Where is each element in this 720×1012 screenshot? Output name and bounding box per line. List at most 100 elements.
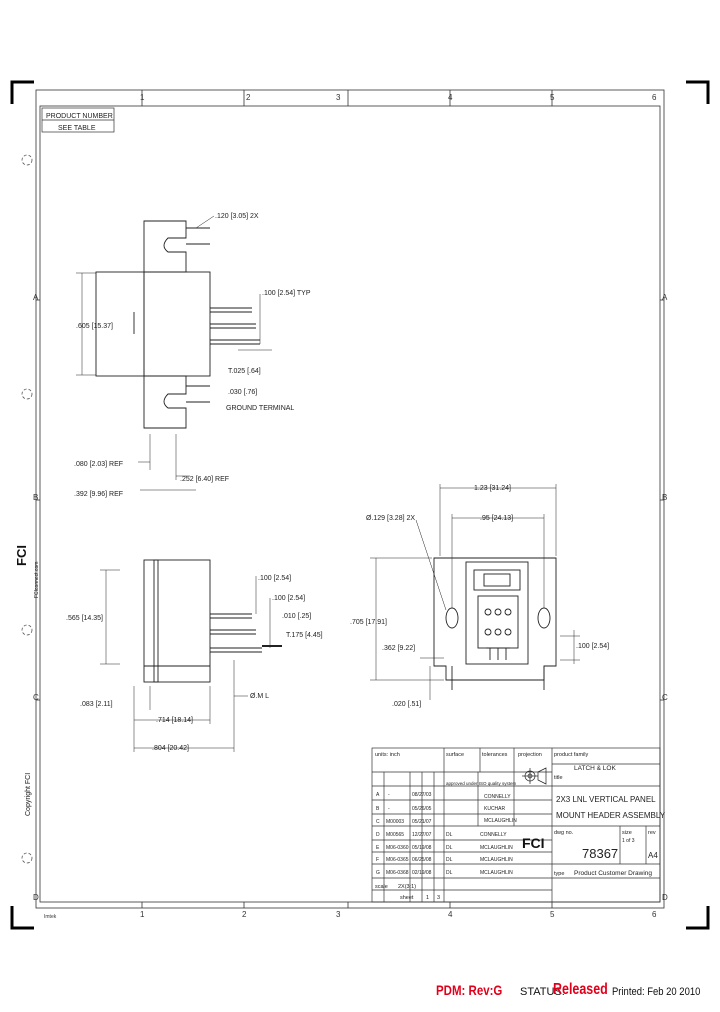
fci-logo: FCI [522, 835, 545, 851]
rev-ecn: M06-0368 [386, 870, 409, 876]
front-view-dimensions: 1.23 [31.24] Ø.129 [3.28] 2X .95 [24.13]… [350, 485, 609, 708]
title-line2: MOUNT HEADER ASSEMBLY [556, 811, 666, 820]
row-label: B [662, 493, 667, 502]
col-label: 5 [550, 93, 555, 102]
zone-ticks [36, 90, 664, 908]
projection-symbol [522, 767, 547, 785]
side-view-dimensions: .100 [2.54] .100 [2.54] .010 [.25] T.175… [66, 575, 323, 752]
copyright-text: Copyright FCI [25, 773, 32, 816]
fci-side-url: FCIconnect.com [34, 562, 40, 598]
sheet-value: 1 of 3 [622, 838, 635, 844]
rev-letter: G [376, 870, 380, 876]
dim-side-pitch: .100 [2.54] [258, 575, 291, 582]
title-block: units: inch surface tolerances projectio… [371, 747, 666, 903]
rev-letter: C [376, 819, 380, 825]
printed-date: Printed: Feb 20 2010 [612, 986, 701, 998]
approval-note: approved under ISO quality system [446, 781, 517, 786]
top-view [76, 215, 272, 491]
dim-ground: .030 [.76] [228, 389, 257, 396]
dim-hole-spacing: .95 [24.13] [480, 515, 513, 522]
side-brand: FCI FCIconnect.com Copyright FCI [14, 545, 40, 816]
rev-by: DL [446, 870, 453, 876]
row-label: D [662, 893, 668, 902]
status-value: Released [553, 981, 608, 998]
row-label: C [33, 693, 39, 702]
dim-ground-terminal: GROUND TERMINAL [226, 405, 294, 412]
dim-front-100: .100 [2.54] [576, 643, 609, 650]
rev-date: 05/26/05 [412, 806, 432, 812]
dim-hole-dia: Ø.129 [3.28] 2X [366, 515, 415, 522]
size-value: A4 [648, 851, 658, 860]
dim-side-175: T.175 [4.45] [286, 632, 323, 639]
drawing-label: dwg no. [554, 830, 574, 836]
rev-by: DL [446, 845, 453, 851]
rev-chk: CONNELLY [480, 832, 507, 838]
rev-chk: MCLAUGHLIN [480, 857, 513, 863]
dim-ref3: .392 [9.96] REF [74, 491, 123, 498]
rev-date: 12/27/07 [412, 832, 432, 838]
product-number-box: PRODUCT NUMBER SEE TABLE [41, 107, 115, 133]
row-label: B [33, 493, 38, 502]
rev-date: 05/21/07 [412, 819, 432, 825]
col-label: 5 [550, 910, 555, 919]
units-label: units: inch [375, 752, 400, 758]
sheet-word: sheet [400, 895, 414, 901]
row-label: A [33, 293, 39, 302]
product-number-label: PRODUCT NUMBER [46, 113, 113, 120]
punch-marks [21, 154, 33, 864]
col-label: 1 [140, 910, 145, 919]
dim-height: .605 [15.37] [76, 323, 113, 330]
dim-side-714: .714 [18.14] [156, 717, 193, 724]
column-labels-bottom: 1 2 3 4 5 6 [140, 910, 657, 919]
status-bar: PDM: Rev:G STATUS: Released Printed: Feb… [0, 980, 720, 1004]
type-value: Product Customer Drawing [574, 870, 652, 877]
dim-overall-width: 1.23 [31.24] [474, 485, 511, 492]
title-line1: 2X3 LNL VERTICAL PANEL [556, 795, 656, 804]
col-label: 3 [336, 93, 341, 102]
col-label: 4 [448, 910, 453, 919]
col-label: 4 [448, 93, 453, 102]
drawing-number: 78367 [582, 846, 618, 861]
bottom-left-mark: Imtek [44, 914, 57, 920]
rev-date: 02/19/08 [412, 870, 432, 876]
dim-front-height: .705 [17.91] [350, 619, 387, 626]
dim-side-pitch2: .100 [2.54] [272, 595, 305, 602]
dim-side-010: .010 [.25] [282, 613, 311, 620]
rev-chk: MCLAUGHLIN [480, 870, 513, 876]
col-label: 3 [336, 910, 341, 919]
rev-letter: D [376, 832, 380, 838]
side-view [100, 559, 282, 752]
rev-ecn: - [388, 792, 390, 798]
dim-side-083: .083 [2.11] [80, 701, 113, 708]
row-labels: A B C D A B C D [33, 293, 668, 902]
drawn-value: CONNELLY [484, 794, 511, 800]
rev-ecn: M06-0360 [386, 845, 409, 851]
sheet-border [35, 89, 665, 909]
rev-letter: E [376, 845, 380, 851]
top-view-dimensions: .120 [3.05] 2X .100 [2.54] TYP .605 [15.… [74, 213, 311, 498]
dim-pitch-typ: .100 [2.54] TYP [262, 290, 311, 297]
surface-label: surface [446, 752, 464, 758]
rev-ecn: M00003 [386, 819, 404, 825]
tolerances-label: tolerances [482, 752, 508, 758]
col-label: 6 [652, 93, 657, 102]
scale-value: 2X(3:1) [398, 884, 416, 890]
fci-side-logo: FCI [14, 545, 29, 566]
row-label: C [662, 693, 668, 702]
dim-side-height: .565 [14.35] [66, 615, 103, 622]
row-label: D [33, 893, 39, 902]
dim-ref2: .252 [6.40] REF [180, 476, 229, 483]
sheet-num: 1 [426, 895, 429, 901]
col-label: 6 [652, 910, 657, 919]
dim-top-hole: .120 [3.05] 2X [215, 213, 259, 220]
title-label: title [554, 775, 563, 781]
dim-front-362: .362 [9.22] [382, 645, 415, 652]
rev-ecn: M00565 [386, 832, 404, 838]
pdm-revision: PDM: Rev:G [436, 982, 503, 998]
product-family-label: product family [554, 752, 588, 758]
row-label: A [662, 293, 668, 302]
rev-ecn: M06-0365 [386, 857, 409, 863]
dim-side-804: .804 [20.42] [152, 745, 189, 752]
front-view [370, 484, 580, 700]
